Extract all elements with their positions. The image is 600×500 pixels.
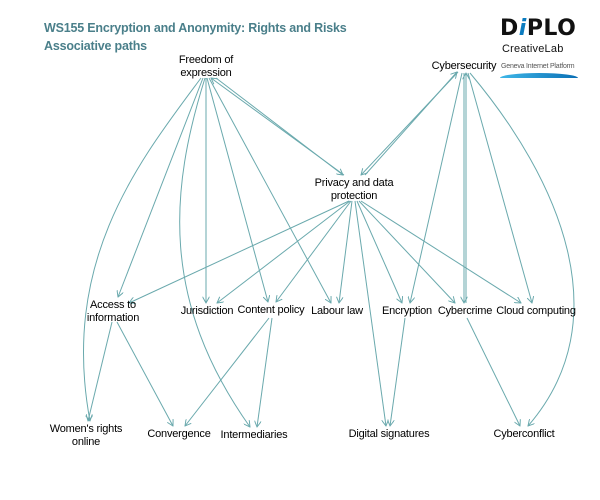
edge-privacy-to-cloud xyxy=(360,200,521,303)
page-subtitle: Associative paths xyxy=(44,39,147,53)
logo-geneva-internet-platform: Geneva Internet Platform xyxy=(501,63,575,70)
edge-freedom-to-content xyxy=(206,77,268,302)
edge-privacy-to-content xyxy=(276,200,352,302)
node-encryption: Encryption xyxy=(382,305,432,317)
edge-cybersecurity-to-encryption xyxy=(410,72,463,303)
node-labour: Labour law xyxy=(311,305,363,317)
node-digsig: Digital signatures xyxy=(348,428,430,440)
node-cybersecurity: Cybersecurity xyxy=(431,60,497,72)
edge-privacy-to-cybersecurity xyxy=(364,72,457,176)
edge-privacy-to-labour xyxy=(339,200,353,303)
edge-cybercrime-to-cyberconflict xyxy=(466,317,520,426)
edge-access-to-women xyxy=(88,321,113,421)
diplo-logo: DiPLO CreativeLab Geneva Internet Platfo… xyxy=(498,16,590,86)
logo-creativelab: CreativeLab xyxy=(502,43,564,55)
edge-privacy-to-digsig xyxy=(354,200,386,426)
edge-content-to-convergence xyxy=(185,317,270,426)
edge-encryption-to-digsig xyxy=(390,317,406,426)
node-cloud: Cloud computing xyxy=(496,305,576,317)
page-title: WS155 Encryption and Anonymity: Rights a… xyxy=(44,21,347,35)
edge-content-to-intermediaries xyxy=(257,317,273,427)
node-convergence: Convergence xyxy=(147,428,211,440)
node-jurisdiction: Jurisdiction xyxy=(180,305,234,317)
node-cybercrime: Cybercrime xyxy=(437,305,493,317)
edge-freedom-to-women xyxy=(82,77,202,421)
edge-privacy-to-access xyxy=(129,200,350,303)
edge-freedom-to-labour xyxy=(208,77,331,303)
edge-freedom-to-access xyxy=(118,77,204,297)
edge-freedom-to-intermediaries xyxy=(179,77,250,427)
node-cyberconflict: Cyberconflict xyxy=(493,428,555,440)
logo-wordmark: DiPLO xyxy=(500,16,577,41)
edge-cybersecurity-to-cyberconflict xyxy=(469,72,575,426)
edge-privacy-to-cybercrime xyxy=(358,200,455,303)
edge-privacy-to-encryption xyxy=(356,200,402,303)
edges-layer xyxy=(82,72,575,427)
edge-access-to-convergence xyxy=(116,321,173,426)
node-intermediaries: Intermediaries xyxy=(220,429,288,441)
logo-swoosh-icon xyxy=(500,73,578,78)
edge-cybersecurity-to-cloud xyxy=(467,72,532,303)
edge-freedom-to-privacy xyxy=(215,77,343,175)
node-content: Content policy xyxy=(237,304,305,316)
edge-privacy-to-jurisdiction xyxy=(217,200,351,303)
